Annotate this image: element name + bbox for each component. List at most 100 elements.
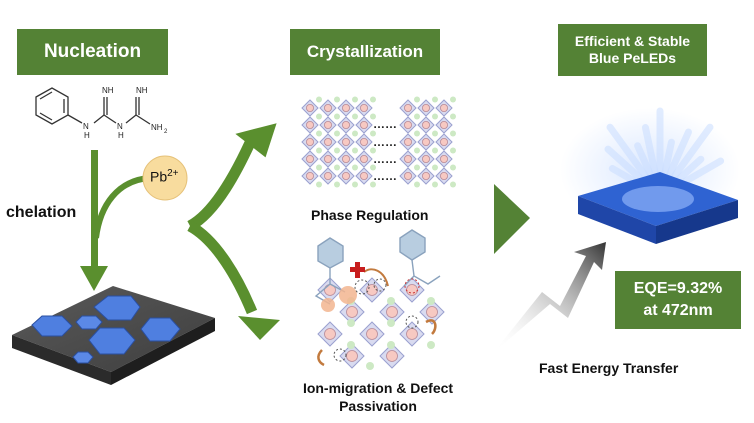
molecule-nh-2: NH [136,86,148,95]
lattice-node [414,164,420,171]
molecule-n-left: N [83,122,89,131]
lattice-atom [359,171,368,180]
lattice-atom [341,121,350,130]
lattice-node [316,130,322,137]
phase-regulation-label: Phase Regulation [311,207,429,223]
lattice-node [334,96,340,103]
lattice-dots-2: …… [373,135,397,149]
lattice-atom [323,154,332,163]
lattice-atom [403,171,412,180]
lattice-atom [439,171,448,180]
lattice-node [432,181,438,188]
lattice-node [414,96,420,103]
lattice-atom [359,154,368,163]
lattice-atom [403,121,412,130]
lattice-node [370,164,376,171]
hexagon-crystal [93,295,141,321]
molecule-nh-1: NH [102,86,114,95]
lattice-node [316,181,322,188]
lattice-node [432,164,438,171]
lattice-dots-4: …… [373,169,397,183]
lattice-node [414,130,420,137]
lattice-node [432,130,438,137]
lattice-atom [421,137,430,146]
lattice-atom [406,284,418,296]
lattice-atom [403,104,412,113]
lattice-node [450,147,456,154]
lattice-node [427,341,435,349]
lattice-atom [406,328,418,340]
molecule-h-left: H [84,131,90,140]
lattice-atom [421,154,430,163]
molecule-structure [35,87,151,125]
lattice-node [432,96,438,103]
right-triangle-arrow [494,184,530,254]
lattice-atom [341,154,350,163]
lattice-atom [366,328,378,340]
lattice-node [334,130,340,137]
lattice-node [370,147,376,154]
eqe-wavelength: at 472nm [643,302,713,319]
lattice-atom [323,171,332,180]
lattice-node [316,147,322,154]
lattice-node [432,147,438,154]
ion-migration-line2: Passivation [339,398,417,414]
hexagon-crystal [140,317,181,342]
crystallization-box: Crystallization [290,29,440,75]
lattice-node [370,113,376,120]
lattice-node [316,164,322,171]
lattice-node [387,297,395,305]
lattice-atom [403,154,412,163]
lattice-atom [386,350,398,362]
lattice-atom [359,121,368,130]
phase-lattice [301,96,456,188]
lattice-atom [323,137,332,146]
result-title-line2: Blue PeLEDs [588,50,677,66]
lattice-node [347,319,355,327]
eqe-value: EQE=9.32% [633,280,723,297]
lattice-atom [305,137,314,146]
lattice-node [347,341,355,349]
branch-arrows [187,123,280,340]
molecule-h-right: H [118,131,124,140]
led-device [560,107,740,244]
nucleation-title: Nucleation [43,41,142,62]
lattice-node [352,96,358,103]
result-title-line1: Efficient & Stable [574,33,691,49]
lattice-node [352,147,358,154]
eqe-box: EQE=9.32% at 472nm [615,271,741,329]
lattice-atom [359,104,368,113]
lattice-node [450,113,456,120]
passivation-molecules [314,229,441,305]
lattice-atom [439,154,448,163]
lattice-atom [403,137,412,146]
lattice-node [352,164,358,171]
lattice-atom [341,171,350,180]
lattice-atom [421,104,430,113]
lattice-atom [421,121,430,130]
lattice-node [414,181,420,188]
pb-ion [142,155,188,201]
ion-migration-label: Ion-migration & Defect Passivation [288,379,468,415]
hexagon-crystal [75,315,103,330]
substrate-film [12,286,215,385]
lattice-node [370,181,376,188]
lattice-atom [305,171,314,180]
molecule-n-right: N [117,122,123,131]
lattice-node [352,181,358,188]
lattice-node [432,113,438,120]
fast-energy-transfer-label: Fast Energy Transfer [539,360,679,376]
lattice-atom [426,306,438,318]
lattice-atom [323,121,332,130]
lattice-node [352,113,358,120]
lattice-node [370,130,376,137]
lattice-atom [439,121,448,130]
lattice-atom [439,104,448,113]
lattice-node [352,130,358,137]
lattice-node [316,113,322,120]
lattice-node [334,147,340,154]
crystallization-title: Crystallization [306,42,424,61]
defect-lattice [317,277,445,370]
